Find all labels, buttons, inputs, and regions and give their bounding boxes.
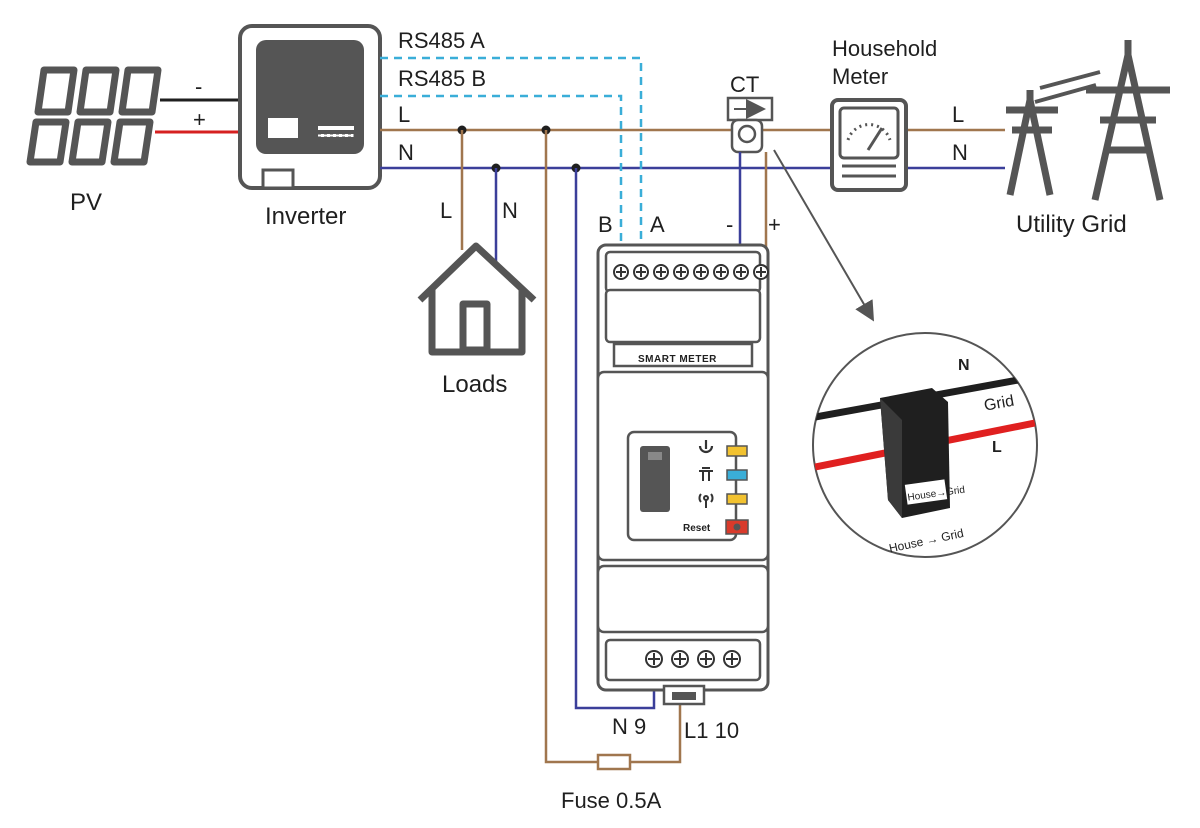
- solar-panel-icon: [26, 66, 162, 166]
- rs485-b-wire: [380, 94, 623, 268]
- terminal-l110-label: L1 10: [684, 718, 739, 743]
- terminal-n9-label: N 9: [612, 714, 646, 739]
- inverter-label: Inverter: [265, 203, 346, 230]
- signal-led: [726, 493, 748, 505]
- terminal-b-label: B: [598, 212, 613, 237]
- smart-meter-label: SMART METER: [638, 354, 717, 365]
- zoom-n-label: N: [958, 357, 970, 374]
- ct-clamp-icon: [726, 96, 774, 154]
- house-icon: [417, 242, 537, 356]
- fuse-l-wire: [544, 130, 598, 764]
- zoom-l-label: L: [992, 439, 1002, 456]
- inverter-device: [238, 24, 382, 190]
- utility-tower-icon: [1006, 40, 1170, 201]
- ct-zoom-view: House→Grid N Grid L House → Grid: [812, 332, 1038, 558]
- signal-icon: [698, 493, 714, 508]
- rs485-a-wire: [380, 56, 643, 268]
- terminal-plus-label: +: [768, 212, 781, 237]
- grid-n-label: N: [952, 140, 968, 165]
- inverter-n-label: N: [398, 140, 414, 165]
- power-icon: [698, 440, 714, 454]
- household-meter-label-2: Meter: [832, 64, 888, 89]
- smart-meter-device: [596, 243, 770, 706]
- fuse-label: Fuse 0.5A: [561, 788, 662, 813]
- rs485-a-label: RS485 A: [398, 28, 485, 53]
- reset-label: Reset: [683, 523, 711, 534]
- zoom-arrow: [773, 149, 875, 322]
- pv-minus-label: -: [195, 74, 202, 99]
- network-icon: [699, 467, 713, 481]
- household-meter-label-1: Household: [832, 36, 937, 61]
- power-led: [726, 445, 748, 457]
- inverter-l-label: L: [398, 102, 410, 127]
- ct-label: CT: [730, 72, 759, 97]
- pv-label: PV: [70, 189, 102, 216]
- fuse: [596, 753, 632, 771]
- loads-n-label: N: [502, 198, 518, 223]
- network-led: [726, 469, 748, 481]
- grid-l-label: L: [952, 102, 964, 127]
- analog-meter-icon: [830, 98, 908, 192]
- loads-label: Loads: [442, 371, 507, 398]
- pv-plus-label: +: [193, 107, 206, 132]
- top-terminal-block: [613, 264, 769, 280]
- rs485-b-label: RS485 B: [398, 66, 486, 91]
- terminal-a-label: A: [650, 212, 665, 237]
- zoom-grid-label: Grid: [983, 393, 1016, 415]
- loads-l-label: L: [440, 198, 452, 223]
- bottom-terminal-block: [645, 650, 741, 668]
- terminal-minus-label: -: [726, 212, 733, 237]
- utility-grid-label: Utility Grid: [1016, 211, 1127, 238]
